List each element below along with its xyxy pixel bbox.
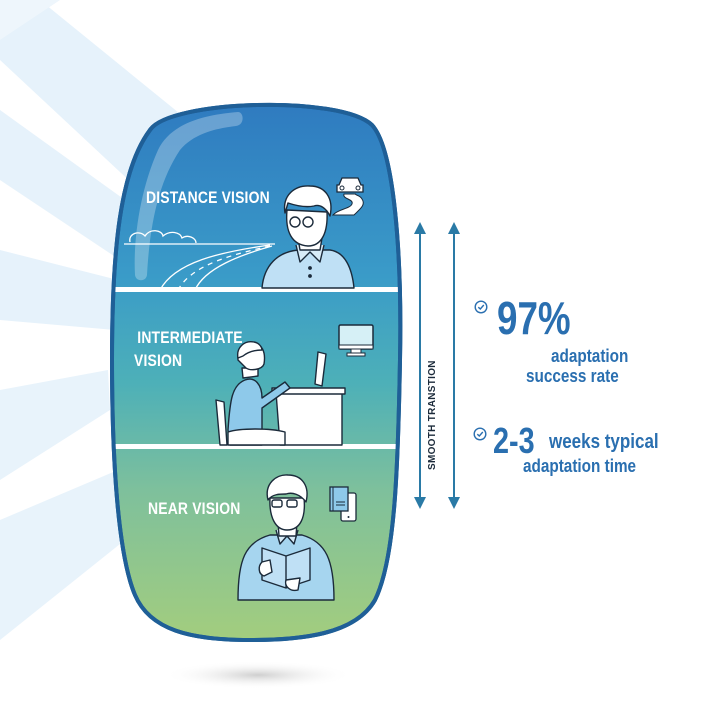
stat-text-line: adaptation time <box>523 456 637 476</box>
man-looking-at-road-figure <box>261 185 355 289</box>
light-ray <box>0 0 60 40</box>
lens-shadow <box>163 661 353 689</box>
transition-arrows <box>414 222 460 509</box>
stat-value-success-rate: 97% <box>497 292 571 344</box>
zone-divider <box>112 444 401 449</box>
stat-value-adaptation-time: 2-3 <box>493 420 535 461</box>
car-on-road-icon <box>331 177 364 216</box>
book-and-phone-icon <box>329 486 357 522</box>
zone-label-line: INTERMEDIATE <box>137 328 243 347</box>
man-reading-book-figure <box>237 474 335 601</box>
light-ray <box>0 250 118 330</box>
zone-divider <box>112 287 401 292</box>
stat-text-line: weeks typical <box>549 431 659 453</box>
stat-text-line: adaptation <box>551 346 629 366</box>
light-ray <box>0 370 110 480</box>
double-arrow-right <box>448 222 460 509</box>
desktop-monitor-icon <box>338 324 374 357</box>
double-arrow-left <box>414 222 426 509</box>
zone-label-near: NEAR VISION <box>148 499 241 518</box>
man-at-computer-desk-figure <box>215 341 346 446</box>
check-circle-icon <box>474 300 488 314</box>
light-ray <box>0 110 125 260</box>
light-ray <box>0 470 125 640</box>
smooth-transition-label: SMOOTH TRANSTION <box>427 360 438 470</box>
stat-text-line: success rate <box>526 366 619 386</box>
zone-label-line: VISION <box>134 351 183 370</box>
lens-highlight <box>134 112 243 281</box>
zone-label-distance: DISTANCE VISION <box>146 188 270 207</box>
check-circle-icon <box>473 427 487 441</box>
distant-road-scene <box>124 230 275 291</box>
zone-label-intermediate: INTERMEDIATE VISION <box>134 326 243 372</box>
